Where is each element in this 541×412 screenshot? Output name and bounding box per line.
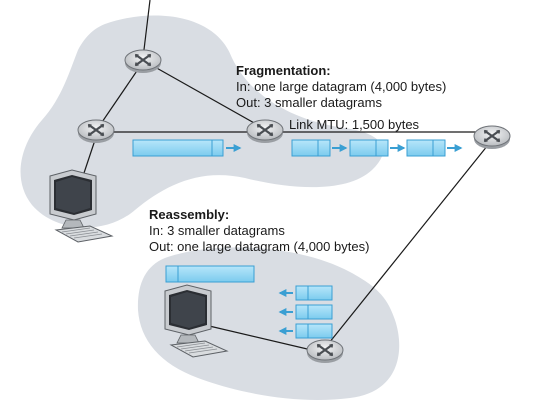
reassembly-out-text: Out: one large datagram (4,000 bytes) <box>149 239 370 254</box>
router-icon <box>123 48 163 75</box>
fragment-datagram <box>295 285 333 301</box>
large-datagram <box>132 139 224 157</box>
fragmentation-out-text: Out: 3 smaller datagrams <box>236 95 382 110</box>
network-cloud-lower <box>137 247 400 400</box>
router-icon <box>305 338 345 365</box>
network-links <box>79 0 493 353</box>
network-cloud-upper <box>20 15 384 228</box>
fragment-datagram <box>295 304 333 320</box>
reassembled-datagram <box>165 265 255 283</box>
fragment-datagram <box>349 139 389 157</box>
reassembly-in-text: In: 3 smaller datagrams <box>149 223 285 238</box>
fragment-datagram <box>295 323 333 339</box>
link-mtu-label: Link MTU: 1,500 bytes <box>289 117 420 132</box>
fragmentation-title: Fragmentation: <box>236 63 331 78</box>
fragment-datagram <box>406 139 446 157</box>
router-icon <box>472 124 512 151</box>
fragment-datagram <box>291 139 331 157</box>
router-icon <box>76 118 116 145</box>
router-icon <box>245 118 285 145</box>
reassembly-title: Reassembly: <box>149 207 230 222</box>
fragmentation-in-text: In: one large datagram (4,000 bytes) <box>236 79 447 94</box>
